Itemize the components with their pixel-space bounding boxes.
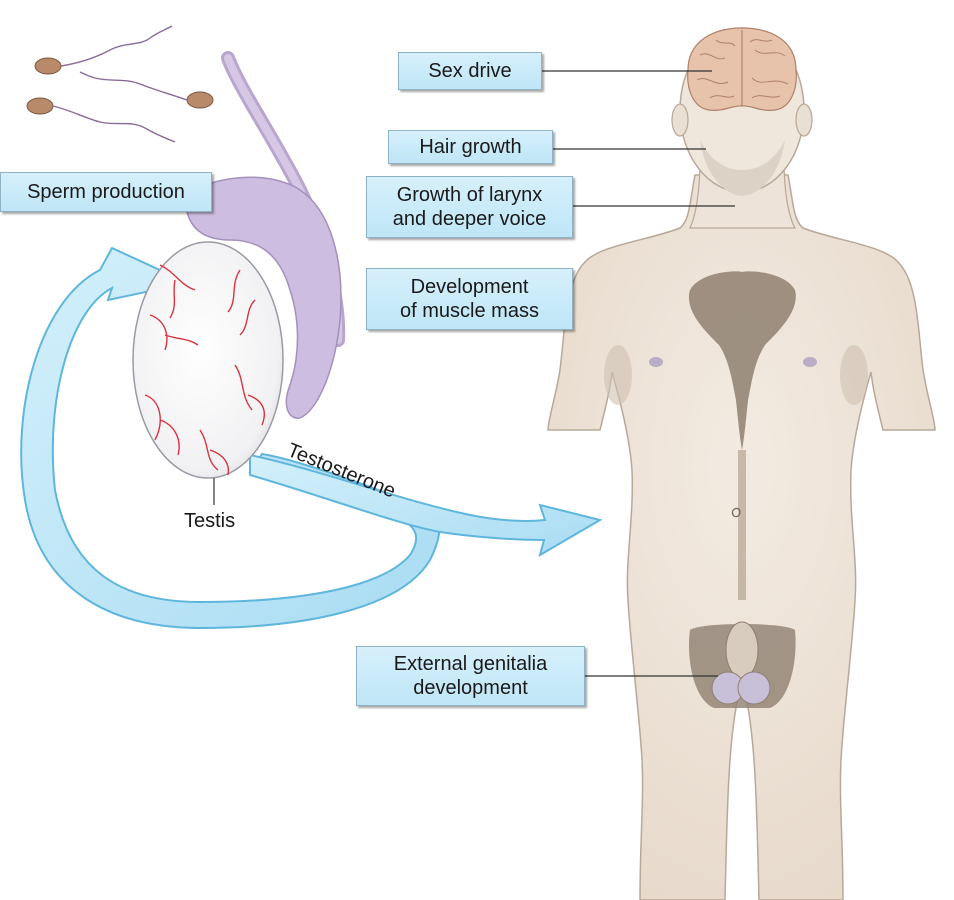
label-genitalia-line2: development (413, 677, 528, 699)
label-sperm-production-text: Sperm production (27, 181, 185, 203)
beard (700, 140, 785, 196)
label-muscle-line1: Development (410, 276, 529, 298)
label-hair-growth-text: Hair growth (419, 136, 522, 158)
epididymis (184, 176, 342, 419)
testis (132, 241, 284, 479)
genitalia-scrotum-right (737, 671, 771, 705)
abdomen-hair (738, 450, 746, 600)
ear-right (795, 103, 813, 137)
genitalia-penis (725, 621, 759, 679)
label-testis: Testis (184, 510, 235, 533)
label-larynx-line2: and deeper voice (392, 208, 547, 230)
navel (731, 507, 741, 518)
label-genitalia-line1: External genitalia (393, 653, 548, 675)
testis-vessels (144, 264, 266, 476)
sperm-icon (34, 25, 173, 75)
label-muscle-mass: Development of muscle mass (366, 268, 573, 330)
label-testis-text: Testis (184, 510, 236, 532)
label-genitalia: External genitalia development (356, 646, 585, 706)
sperm-cells (26, 25, 214, 143)
nipple-right (803, 357, 817, 367)
testosterone-arrow (249, 453, 603, 558)
testis-organ (132, 51, 346, 479)
label-muscle-line2: of muscle mass (400, 300, 539, 322)
sperm-icon (79, 71, 214, 109)
label-larynx-line1: Growth of larynx (396, 184, 543, 206)
sperm-icon (26, 97, 176, 143)
chest-hair (688, 271, 796, 450)
ear-left (671, 103, 689, 137)
testosterone-arrows (20, 246, 603, 630)
label-sex-drive: Sex drive (398, 52, 542, 90)
human-body (547, 27, 936, 900)
label-sex-drive-text: Sex drive (428, 60, 512, 82)
feedback-loop-arrow (20, 246, 441, 630)
label-sperm-production: Sperm production (0, 172, 212, 212)
nipple-left (649, 357, 663, 367)
label-hair-growth: Hair growth (388, 130, 553, 164)
label-larynx: Growth of larynx and deeper voice (366, 176, 573, 238)
leader-lines (213, 70, 735, 677)
